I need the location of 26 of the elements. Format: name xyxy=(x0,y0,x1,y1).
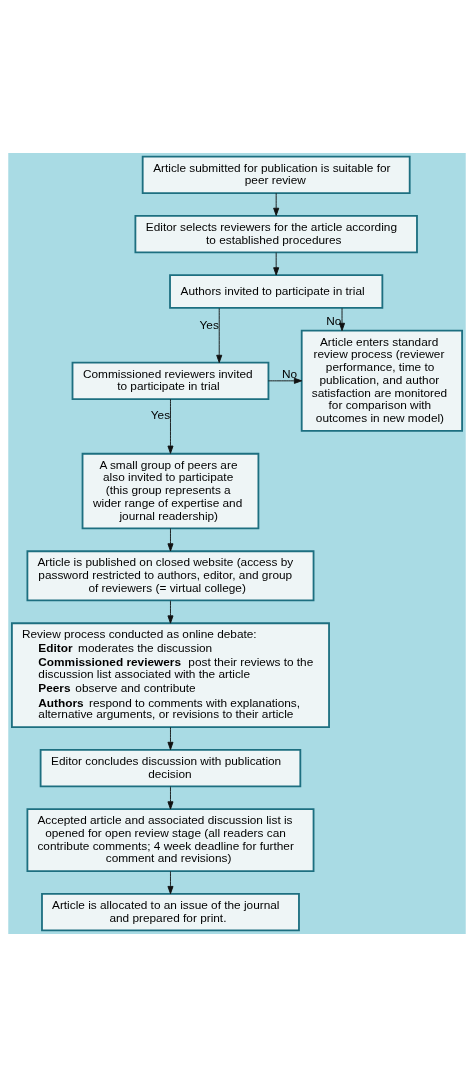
node-box: Commissioned reviewers invited to participate in trial xyxy=(71,361,270,400)
arrow xyxy=(273,251,280,275)
arrow xyxy=(273,192,280,216)
node-box: A small group of peers are also invited to participate (this group represents a wider range of expertise and journal readership) xyxy=(81,452,260,529)
arrow xyxy=(167,527,174,551)
arrow xyxy=(167,398,174,454)
node-box: Editor concludes discussion with publication decision xyxy=(39,748,302,787)
arrow xyxy=(167,599,174,624)
node-box: Article is allocated to an issue of the journal and prepared for print. xyxy=(41,892,300,931)
edge-label: Yes xyxy=(150,407,171,422)
node-box: Review process conducted as online debate: Editor moderates the discussion Commissioned reviewers post their reviews to the discussion list associated with the article Peers observe and contribute Authors respond to comments with explanations, alternative arguments, or revisions to their article xyxy=(11,621,330,728)
arrow xyxy=(167,726,174,750)
edge-label: No xyxy=(282,366,298,381)
arrow xyxy=(339,307,346,331)
arrow xyxy=(216,307,223,363)
node-box: Article enters standard review process (reviewer performance, time to publication, and author satisfaction are monitored for comparison with outcomes in new model) xyxy=(300,329,463,432)
node-box: Article submitted for publication is suitable for peer review xyxy=(141,155,411,194)
node-box: Accepted article and associated discussion list is opened for open review stage (all readers can contribute comments; 4 week deadline for further comment and revisions) xyxy=(26,807,315,872)
node-box: Authors invited to participate in trial xyxy=(169,273,384,309)
node-box: Article is published on closed website (access by password restricted to authors, editor, and group of reviewers (= virtual college) xyxy=(26,549,315,601)
arrow xyxy=(167,785,174,810)
edge-label: Yes xyxy=(199,317,219,332)
arrow xyxy=(167,870,174,894)
edge-label: No xyxy=(326,313,342,328)
arrow xyxy=(268,377,303,384)
node-box: Editor selects reviewers for the article according to established procedures xyxy=(134,214,418,253)
